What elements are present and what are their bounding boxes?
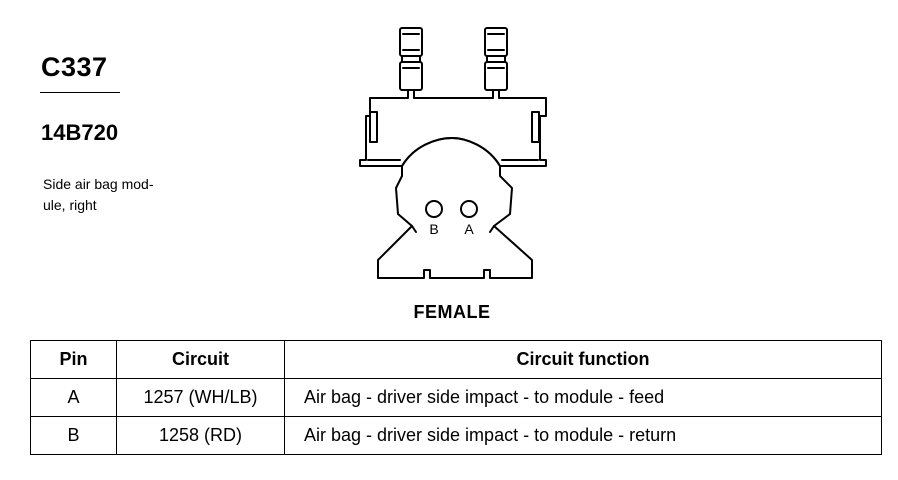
pin-cell: B bbox=[30, 416, 117, 455]
pin-cell: A bbox=[30, 378, 117, 417]
connector-id: C337 bbox=[41, 52, 108, 82]
wire-terminal-right bbox=[484, 27, 508, 91]
pin-cavity-a bbox=[460, 200, 478, 218]
table-header-row: Pin Circuit Circuit function bbox=[30, 340, 882, 379]
connector-gender-label: FEMALE bbox=[413, 302, 491, 322]
table-row: B 1258 (RD) Air bag - driver side impact… bbox=[30, 416, 882, 455]
connector-housing bbox=[359, 89, 547, 167]
pin-table: Pin Circuit Circuit function A 1257 (WH/… bbox=[30, 340, 882, 455]
header-pin: Pin bbox=[30, 340, 117, 379]
wire-terminal-left bbox=[399, 27, 423, 91]
circuit-cell: 1257 (WH/LB) bbox=[116, 378, 285, 417]
connector-face bbox=[377, 137, 533, 279]
circuit-cell: 1258 (RD) bbox=[116, 416, 285, 455]
circuit-function-cell: Air bag - driver side impact - to module… bbox=[284, 416, 882, 455]
part-number: 14B720 bbox=[41, 120, 119, 145]
pin-cavity-b bbox=[425, 200, 443, 218]
title-underline bbox=[40, 92, 120, 93]
circuit-function-cell: Air bag - driver side impact - to module… bbox=[284, 378, 882, 417]
header-circuit-function: Circuit function bbox=[284, 340, 882, 379]
pin-label-a: A bbox=[464, 221, 474, 237]
header-circuit: Circuit bbox=[116, 340, 285, 379]
connector-face-drawing: B A bbox=[359, 27, 547, 279]
table-row: A 1257 (WH/LB) Air bag - driver side imp… bbox=[30, 378, 882, 417]
connector-description: Side air bag mod- ule, right bbox=[43, 176, 154, 213]
pin-label-b: B bbox=[429, 221, 438, 237]
